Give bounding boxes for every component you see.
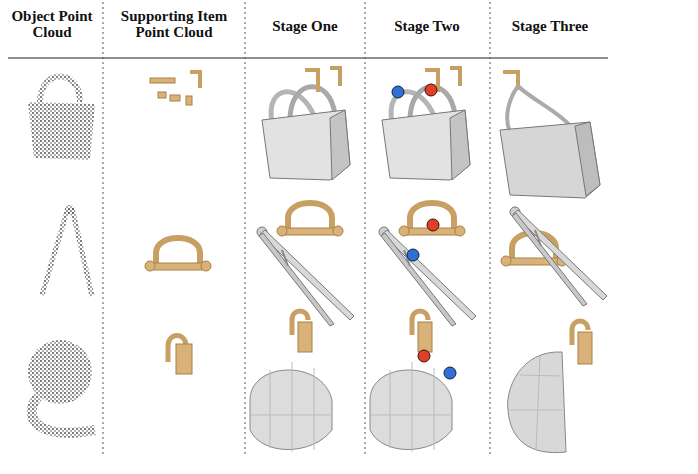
bag-stage-two (382, 68, 470, 180)
hook-point-cloud (150, 72, 200, 105)
compass-stage-one (257, 203, 354, 326)
hat-stage-three (578, 332, 592, 364)
hat-point-cloud (28, 340, 92, 404)
compass-stage-one (277, 203, 343, 236)
hanger-point-cloud (176, 344, 192, 374)
hook-point-cloud (150, 78, 175, 83)
hat-stage-three (510, 356, 562, 450)
bag-stage-three (575, 122, 600, 196)
column-header: Supporting Item Point Cloud (110, 8, 238, 40)
bag-stage-three (507, 86, 518, 132)
hat-stage-two (418, 350, 430, 362)
bag-stage-one (262, 68, 350, 180)
hat-stage-three (508, 321, 592, 453)
compass-stage-three (501, 207, 607, 306)
column-header: Stage One (249, 18, 361, 34)
hat-stage-three (508, 352, 566, 453)
column-header: Stage Two (371, 18, 483, 34)
bag-point-cloud (40, 77, 80, 103)
bag-point-cloud (28, 77, 95, 161)
compass-point-cloud (42, 208, 92, 296)
bag-stage-two (382, 68, 470, 180)
hook-point-cloud (186, 96, 192, 105)
bag-stage-three (518, 86, 572, 128)
grid-rules (365, 2, 366, 455)
compass-point-cloud (42, 205, 92, 296)
bag-stage-three (500, 122, 600, 198)
hook-point-cloud (170, 95, 180, 101)
compass-stage-two (399, 203, 465, 236)
shackle-point-cloud (145, 238, 211, 271)
bag-stage-three (500, 72, 600, 198)
bag-stage-two (425, 84, 437, 96)
hat-stage-one (250, 311, 332, 452)
column-header: Stage Three (494, 18, 606, 34)
compass-stage-two (407, 249, 419, 261)
hook-point-cloud (190, 72, 200, 88)
hanger-point-cloud (168, 336, 192, 375)
grid-rules (8, 57, 608, 58)
hat-stage-two (370, 311, 456, 452)
column-header: Object Point Cloud (10, 8, 94, 40)
grid-rules (8, 2, 608, 455)
shackle-point-cloud (145, 238, 211, 271)
bag-point-cloud (28, 102, 95, 160)
hat-stage-one (250, 311, 332, 452)
compass-stage-two (379, 203, 476, 326)
grid-rules (103, 2, 104, 455)
bag-stage-one (262, 68, 350, 180)
compass-stage-two (379, 227, 476, 326)
hook-point-cloud (158, 92, 166, 98)
compass-stage-three (510, 207, 607, 306)
grid-rules (245, 2, 246, 455)
bag-stage-two (392, 86, 404, 98)
hat-point-cloud (32, 396, 95, 433)
compass-stage-two (427, 219, 439, 231)
hat-stage-two (444, 367, 456, 379)
hat-stage-two (370, 311, 452, 452)
grid-rules (490, 2, 491, 455)
hat-point-cloud (28, 340, 95, 433)
